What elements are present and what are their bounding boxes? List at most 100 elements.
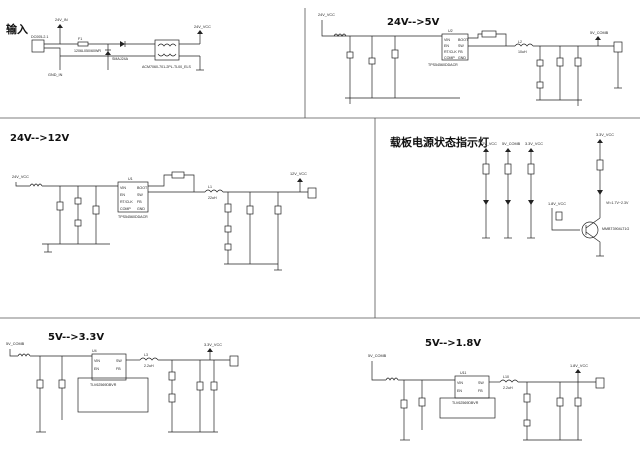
buck-3v3-section: 5V-->3.3V 5V_COMB U4 VIN EN SW FB TLV625…: [6, 332, 239, 433]
led-icon: [505, 200, 511, 205]
v12-title: 24V-->12V: [10, 133, 70, 144]
fuse-value: 1206L050/60WR: [74, 49, 101, 53]
v18-test-point: [595, 377, 605, 389]
input-connector-ref: DC005-2.1: [31, 35, 48, 39]
v33-inductor-val: 2.2uH: [144, 364, 154, 368]
tvs-diode-icon: [105, 51, 111, 55]
v18-ic-ref: U11: [460, 371, 466, 375]
svg-text:COMP: COMP: [444, 56, 455, 60]
power-flag-icon: [483, 148, 489, 152]
cmc-label: ACM7060-701-2PL-TL00_ELS: [142, 65, 192, 69]
v18-net-out: 1.8V_VCC: [570, 364, 588, 368]
power-flag-icon: [207, 348, 213, 352]
svg-text:BOOT: BOOT: [458, 38, 469, 42]
led-title: 载板电源状态指示灯: [390, 135, 489, 149]
v33-ic-body: [91, 353, 127, 381]
v12-net-in: 24V_VCC: [12, 175, 29, 179]
v18-title: 5V-->1.8V: [425, 338, 481, 349]
v33-net-in: 5V_COMB: [6, 342, 25, 346]
svg-text:EN: EN: [94, 367, 99, 371]
buck-1v8-section: 5V-->1.8V 5V_COMB U11 VIN EN SW FB TLV62…: [368, 338, 605, 441]
v12-test-point: [307, 187, 317, 199]
svg-text:GND: GND: [458, 56, 466, 60]
v18-net-in: 5V_COMB: [368, 354, 387, 358]
v12-net-out: 12V_VCC: [290, 172, 307, 176]
fuse-ref: F1: [78, 37, 82, 41]
buck-5v-section: 24V-->5V 24V_VCC U2 VIN EN RT/CLK COMP B…: [318, 13, 623, 106]
power-flag-icon: [197, 30, 203, 34]
v33-ic-ref: U4: [92, 349, 97, 353]
power-flag-icon: [575, 369, 581, 373]
svg-text:SW: SW: [116, 359, 122, 363]
v33-title: 5V-->3.3V: [48, 332, 104, 343]
fuse-symbol: [77, 41, 89, 47]
svg-text:SW: SW: [478, 381, 484, 385]
svg-text:RT/CLK: RT/CLK: [120, 200, 133, 204]
v5-inductor-val: 10uH: [518, 50, 527, 54]
transistor-icon: [581, 221, 599, 239]
v12-ic-name: TPS54560DDACR: [118, 215, 148, 219]
v12-inductor-ref: L1: [208, 185, 212, 189]
svg-text:VIN: VIN: [457, 381, 463, 385]
led-vf-note: Vf=1.7V~2.3V: [606, 201, 629, 205]
input-section: 输入 DC005-2.1 24V_IN GND_IN F1 1206L050/6…: [6, 18, 211, 77]
svg-text:5V_COMB: 5V_COMB: [502, 142, 521, 146]
svg-text:FB: FB: [116, 367, 121, 371]
led-net-top: 3.3V_VCC: [596, 133, 614, 137]
input-title: 输入: [6, 22, 28, 36]
led-net-left: 1.8V_VCC: [548, 202, 566, 206]
svg-text:COMP: COMP: [120, 207, 131, 211]
input-net-out: 24V_VCC: [194, 25, 211, 29]
v5-test-point: [613, 41, 623, 53]
led-icon: [528, 200, 534, 205]
v33-test-point: [229, 355, 239, 367]
input-net-in: 24V_IN: [55, 18, 68, 22]
v33-net-out: 3.3V_VCC: [204, 343, 222, 347]
svg-text:EN: EN: [120, 193, 125, 197]
v33-ic-name: TLV62569DBVR: [90, 383, 117, 387]
svg-text:VIN: VIN: [444, 38, 450, 42]
power-flag-icon: [57, 24, 63, 28]
svg-text:FB: FB: [137, 200, 142, 204]
v5-inductor-ref: L2: [518, 40, 522, 44]
led-icon: [597, 190, 603, 195]
svg-text:FB: FB: [458, 50, 463, 54]
common-mode-choke: [154, 39, 180, 61]
v18-ic-name: TLV62569DBVR: [452, 401, 479, 405]
v33-inductor-ref: L3: [144, 353, 148, 357]
svg-text:SW: SW: [137, 193, 143, 197]
power-flag-icon: [297, 178, 303, 182]
v5-ic-ref: U2: [448, 29, 453, 33]
svg-text:3.3V_VCC: 3.3V_VCC: [525, 142, 543, 146]
v5-net-out: 5V_COMB: [590, 31, 609, 35]
svg-text:12V_VCC: 12V_VCC: [480, 142, 497, 146]
diode-icon: [120, 41, 125, 47]
svg-text:EN: EN: [457, 389, 462, 393]
v12-ic-ref: U1: [128, 177, 133, 181]
v5-title: 24V-->5V: [387, 17, 440, 28]
v18-inductor-val: 2.2uH: [503, 386, 513, 390]
svg-text:BOOT: BOOT: [137, 186, 148, 190]
svg-text:SW: SW: [458, 44, 464, 48]
svg-text:FB: FB: [478, 389, 483, 393]
v5-ic-name: TPS54560DDACR: [428, 63, 458, 67]
v5-ic-body: [441, 33, 469, 61]
led-icon: [483, 200, 489, 205]
v12-ic-body: [117, 181, 149, 213]
power-flag-icon: [597, 139, 603, 143]
svg-text:RT/CLK: RT/CLK: [444, 50, 457, 54]
dc-jack-connector: [31, 39, 45, 53]
input-net-gnd: GND_IN: [48, 73, 63, 77]
power-flag-icon: [528, 148, 534, 152]
led-indicator-section: 载板电源状态指示灯 12V_VCC 5V_COMB 3.3V_VCC 3.3V_…: [390, 133, 629, 257]
v12-inductor-val: 22uH: [208, 196, 217, 200]
svg-text:VIN: VIN: [120, 186, 126, 190]
led-transistor: MMBT3904LT1G: [602, 227, 629, 231]
v18-inductor-ref: L10: [503, 375, 509, 379]
buck-12v-section: 24V-->12V 24V_VCC U1 VIN EN RT/CLK COMP …: [10, 133, 317, 271]
svg-text:VIN: VIN: [94, 359, 100, 363]
v5-net-in: 24V_VCC: [318, 13, 335, 17]
svg-text:GND: GND: [137, 207, 145, 211]
panel-dividers: [0, 8, 640, 319]
